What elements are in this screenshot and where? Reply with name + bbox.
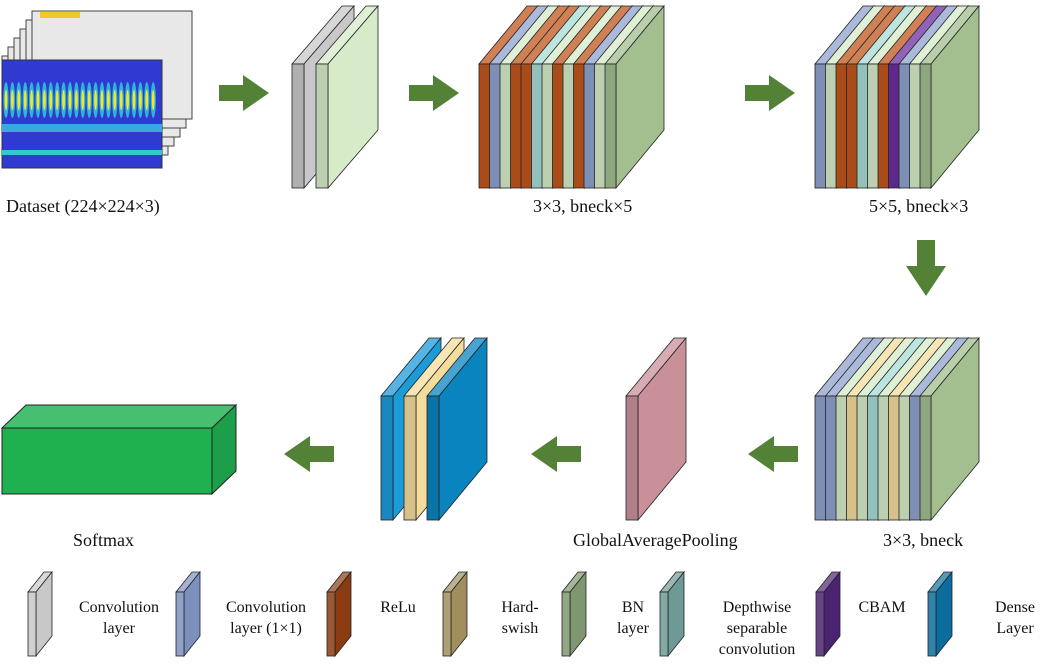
legend-icons [27, 570, 953, 658]
pooling-layer [625, 336, 687, 522]
blue-layer-icon [175, 570, 201, 658]
softmax-label: Softmax [73, 530, 134, 550]
flow-arrows [219, 75, 946, 472]
gray-layer-icon [27, 570, 53, 658]
dense-layer-icon [927, 570, 953, 658]
bneck1-layer-13 [604, 4, 665, 190]
block3-label: 3×3, bneck [883, 530, 964, 550]
arrow-left-icon [284, 436, 334, 472]
purple-layer-icon [815, 570, 841, 658]
bneck3-layer-11 [919, 336, 980, 522]
bneck2-layer-11 [919, 4, 980, 190]
softmax-block [0, 403, 238, 496]
tan-layer-icon [442, 570, 468, 658]
dense-layer-3 [426, 336, 488, 522]
arrow-right-icon [745, 75, 795, 111]
green-layer-icon [561, 570, 587, 658]
spectrogram-image [1, 59, 163, 169]
dataset-thumbnails [1, 10, 193, 169]
arrow-left-icon [531, 436, 581, 472]
legend-relu-label: ReLu [380, 599, 416, 616]
teal-layer-icon [659, 570, 685, 658]
dataset-label: Dataset (224×224×3) [6, 196, 160, 216]
block2-label: 5×5, bneck×3 [869, 196, 969, 216]
legend-hswish-label: Hard-swish [501, 599, 539, 637]
arrow-right-icon [219, 75, 269, 111]
stem-layer-2 [315, 4, 379, 190]
brown-layer-icon [326, 570, 352, 658]
arrow-down-icon [906, 240, 946, 296]
arrow-left-icon [748, 436, 798, 472]
pooling-label: GlobalAveragePooling [573, 530, 738, 550]
block1-label: 3×3, bneck×5 [533, 196, 633, 216]
arrow-right-icon [409, 75, 459, 111]
network-layers [291, 4, 980, 522]
legend-cbam-label: CBAM [858, 599, 906, 616]
